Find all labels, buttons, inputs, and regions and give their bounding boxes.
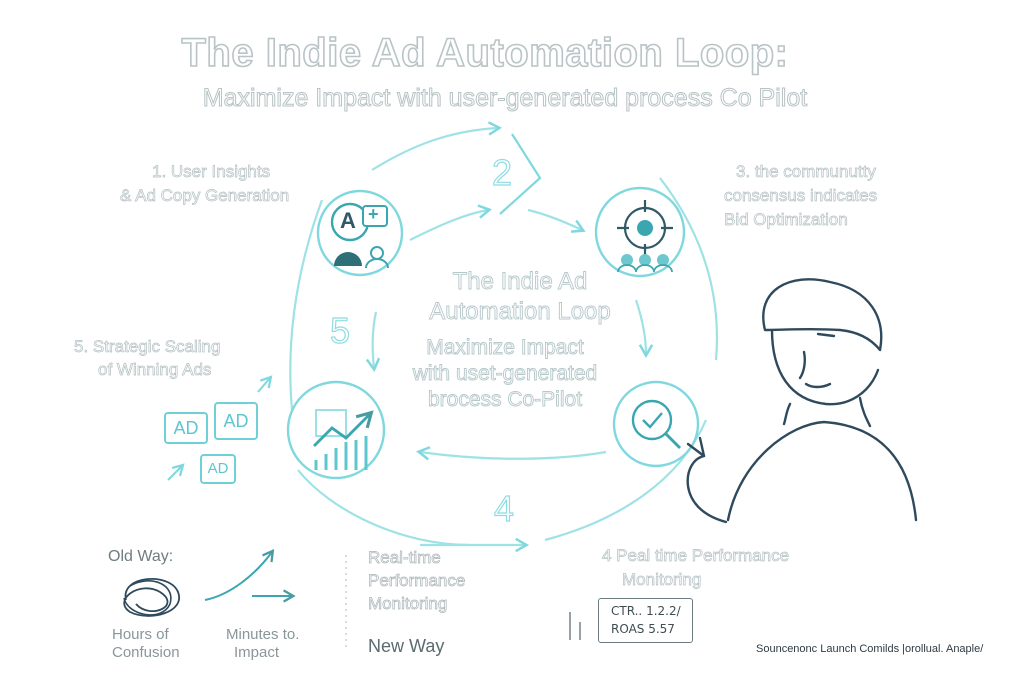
step4-label-line1: 4 Peal time Performance	[602, 546, 790, 566]
hours-label-line2: Confusion	[112, 644, 180, 661]
scaling-arrows	[167, 375, 273, 481]
page-title: The Indie Ad Automation Loop:	[181, 30, 789, 76]
metrics-card: CTR.. 1.2.2/ ROAS 5.57	[598, 598, 693, 643]
node-scaling	[286, 380, 386, 480]
step5-label-line1: 5. Strategic Scaling	[74, 337, 221, 357]
loop-number-5: 5	[329, 309, 351, 351]
step4-label-line2: Monitoring	[622, 570, 702, 590]
node-bid-optimization	[594, 186, 686, 278]
realtime-label-line2: Performance	[368, 571, 466, 591]
plus-icon: +	[368, 204, 379, 224]
loop-number-4: 4	[493, 487, 515, 529]
hours-label-line1: Hours of	[112, 626, 169, 643]
center-sub-line2: with uset-generated	[412, 362, 598, 386]
realtime-label-line3: Monitoring	[368, 594, 448, 614]
center-sub-line3: brocess Co-Pilot	[427, 388, 583, 412]
step1-label-line1: 1. User Insights	[152, 162, 271, 182]
step1-label-line2: & Ad Copy Generation	[120, 186, 290, 206]
footer-credit: Souncenonc Launch Comilds |orollual. Ana…	[756, 643, 984, 655]
realtime-label-line1: Real-time	[368, 548, 441, 568]
loop-number-2: 2	[491, 151, 513, 193]
ad-badge: AD	[200, 454, 236, 484]
new-way-label: New Way	[368, 636, 445, 656]
node-user-insights	[316, 189, 404, 277]
center-title-line1: The Indie Ad	[452, 268, 588, 296]
ctr-value: CTR.. 1.2.2/	[611, 604, 681, 618]
center-sub-line1: Maximize Impact	[426, 336, 584, 360]
ad-badge: AD	[214, 402, 258, 440]
page-subtitle: Maximize Impact with user-generated proc…	[202, 84, 808, 113]
center-title-line2: Automation Loop	[429, 298, 611, 326]
comparison-graphics	[123, 549, 581, 650]
roas-value: ROAS 5.57	[611, 622, 675, 636]
minutes-label-line2: Impact	[234, 644, 280, 661]
old-way-label: Old Way:	[108, 548, 174, 565]
step3-label-line1: 3. the communutty	[736, 162, 877, 182]
step5-label-line2: of Winning Ads	[98, 360, 212, 380]
node-performance-monitoring	[612, 380, 700, 468]
ad-badge: AD	[164, 412, 208, 444]
insight-letter-icon: A	[340, 208, 356, 233]
step3-label-line3: Bid Optimization	[724, 210, 848, 230]
person-illustration	[686, 278, 918, 524]
minutes-label-line1: Minutes to.	[226, 626, 300, 643]
step3-label-line2: consensus indicates	[724, 186, 878, 206]
inner-loop-arrows	[365, 204, 654, 461]
